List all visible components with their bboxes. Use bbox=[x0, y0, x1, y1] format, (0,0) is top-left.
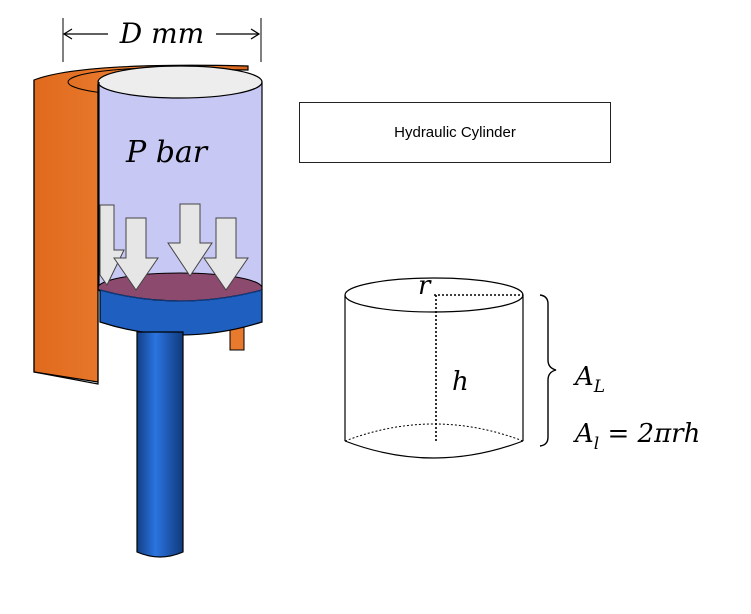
diameter-dimension: D mm bbox=[62, 17, 262, 62]
height-label: h bbox=[452, 367, 469, 397]
pressure-label: P bar bbox=[125, 135, 209, 170]
area-label-main: AL bbox=[573, 362, 605, 397]
chamber-top-opening bbox=[97, 65, 263, 99]
diameter-label: D mm bbox=[119, 17, 204, 50]
height-brace bbox=[539, 294, 557, 447]
force-arrow-4 bbox=[203, 217, 249, 291]
model-bottom-back bbox=[344, 423, 524, 442]
area-labels: AL Al = 2πrh bbox=[573, 362, 700, 454]
caption-box: Hydraulic Cylinder bbox=[299, 102, 611, 163]
force-arrow-2 bbox=[113, 217, 159, 291]
area-formula: Al = 2πrh bbox=[573, 419, 700, 454]
radius-label: r bbox=[418, 271, 432, 301]
caption-text: Hydraulic Cylinder bbox=[394, 124, 516, 141]
force-arrow-1 bbox=[99, 204, 125, 286]
cylinder-model: r h bbox=[344, 271, 557, 459]
force-arrows bbox=[99, 203, 249, 291]
force-arrow-3 bbox=[167, 203, 213, 277]
piston-rod bbox=[136, 331, 184, 558]
model-bottom-front bbox=[344, 440, 524, 459]
